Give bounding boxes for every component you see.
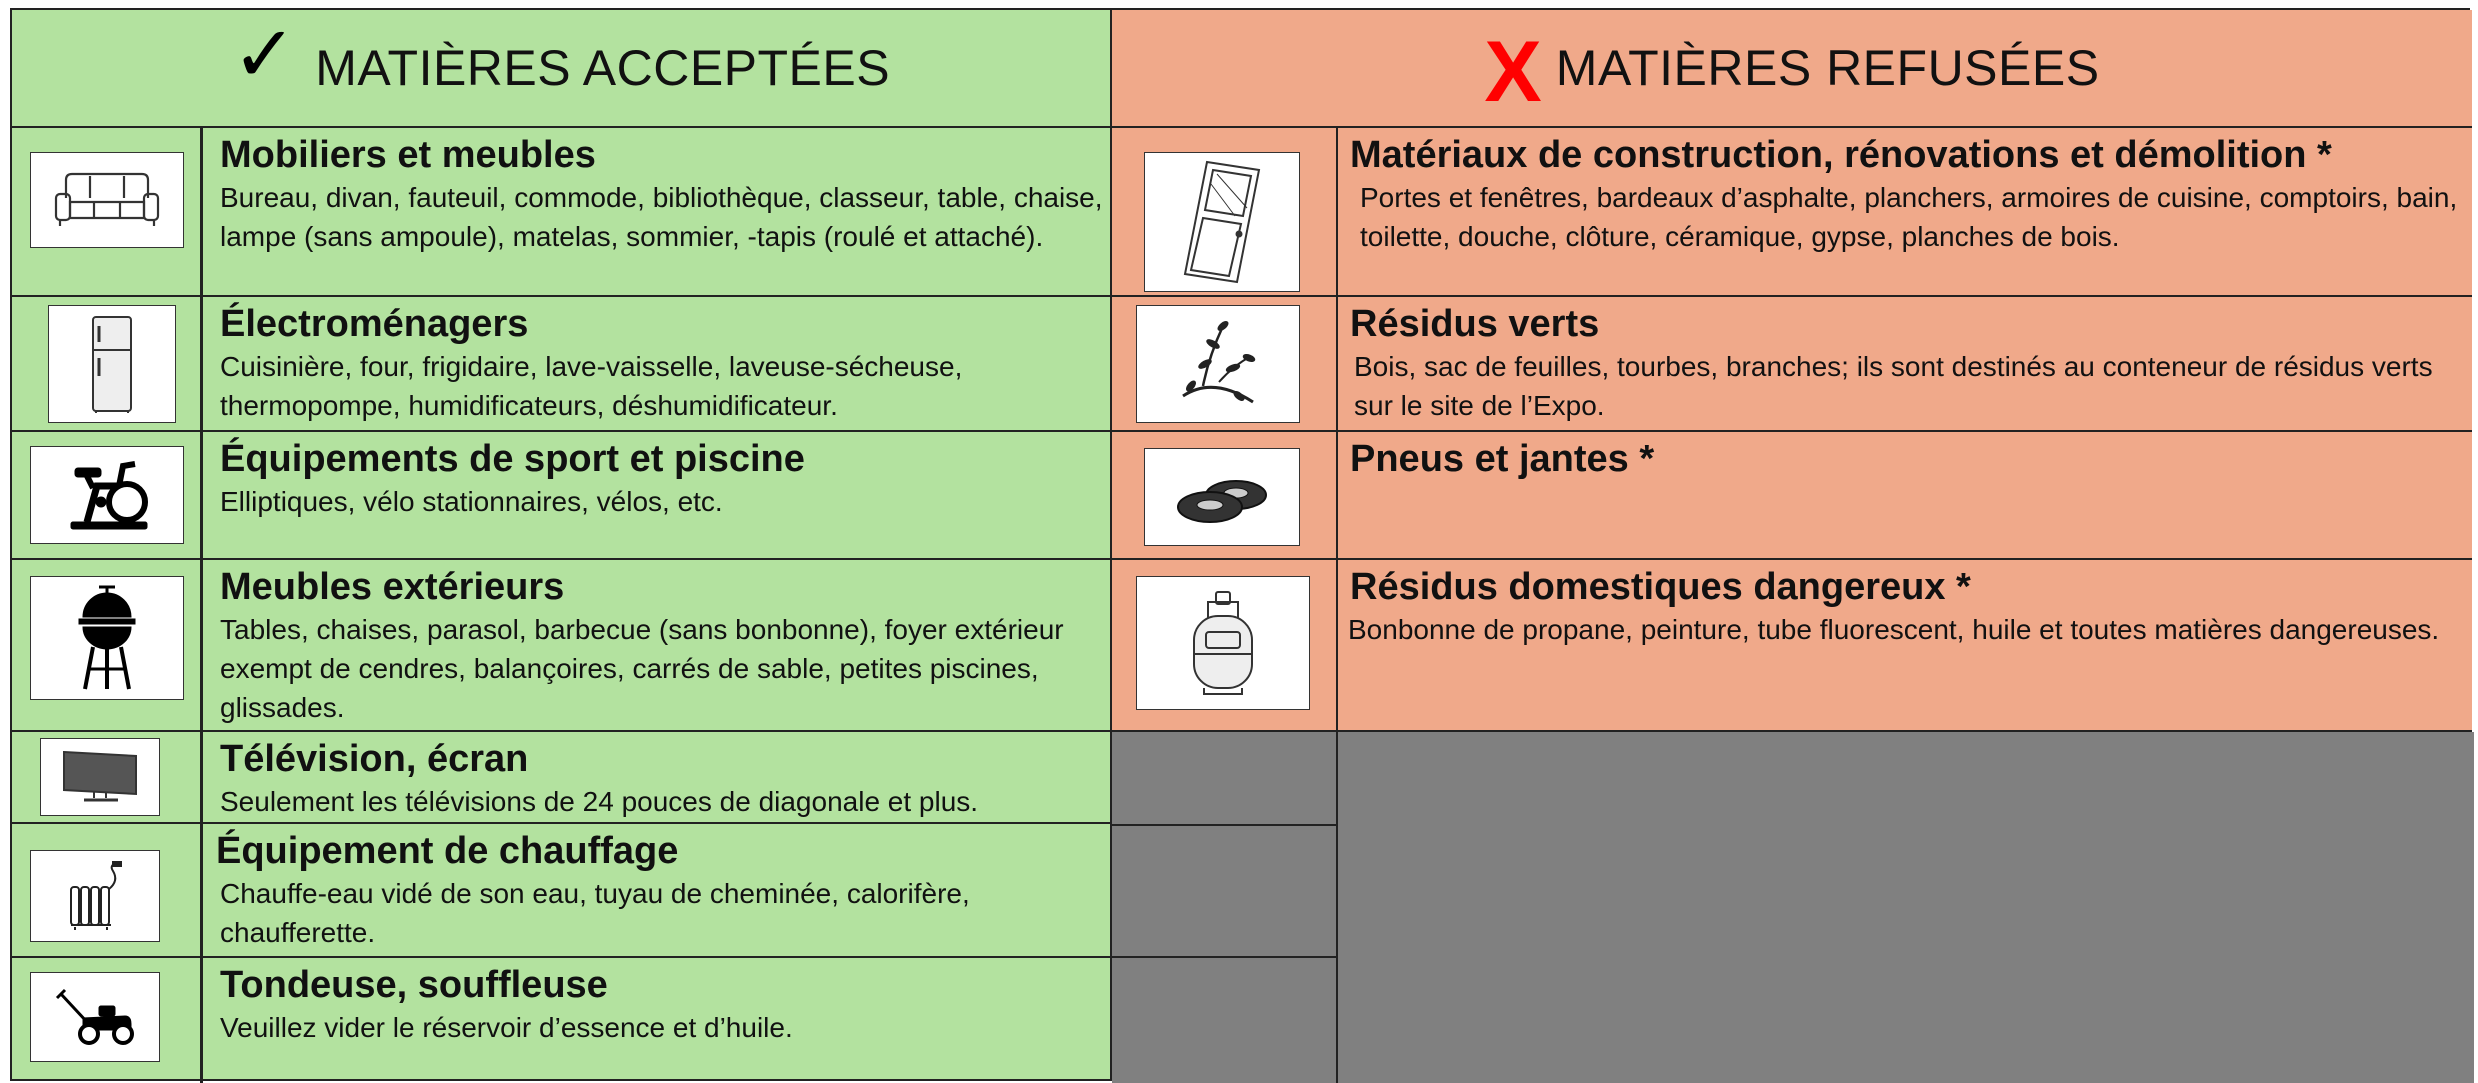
accepted-header: ✓ MATIÈRES ACCEPTÉES (12, 10, 1110, 128)
item-description: Chauffe-eau vidé de son eau, tuyau de ch… (220, 878, 970, 948)
barbecue-icon (30, 576, 184, 700)
accepted-item-heating: Équipement de chauffage Chauffe-eau vidé… (12, 824, 1110, 958)
item-description: Bois, sac de feuilles, tourbes, branches… (1354, 351, 2433, 421)
item-title: Matériaux de construction, rénovations e… (1350, 134, 2332, 176)
refused-item-construction: Matériaux de construction, rénovations e… (1112, 128, 2472, 297)
refused-header: X MATIÈRES REFUSÉES (1112, 10, 2472, 128)
refused-item-hazardous-waste: Résidus domestiques dangereux * Bonbonne… (1112, 560, 2472, 732)
item-title: Résidus domestiques dangereux * (1350, 566, 1971, 608)
television-icon (40, 738, 160, 816)
item-title: Télévision, écran (220, 738, 529, 780)
item-description: Bureau, divan, fauteuil, commode, biblio… (220, 182, 1103, 252)
item-title: Résidus verts (1350, 303, 1600, 345)
accepted-item-lawnmower: Tondeuse, souffleuse Veuillez vider le r… (12, 958, 1110, 1083)
refused-item-tires: Pneus et jantes * (1112, 432, 2472, 560)
item-title: Pneus et jantes * (1350, 438, 1655, 480)
item-title: Équipement de chauffage (216, 830, 679, 872)
refrigerator-icon (48, 305, 176, 423)
empty-area (1112, 732, 2474, 1083)
item-title: Mobiliers et meubles (220, 134, 596, 176)
lawnmower-icon (30, 972, 160, 1062)
accepted-header-title: MATIÈRES ACCEPTÉES (315, 40, 891, 96)
item-title: Meubles extérieurs (220, 566, 565, 608)
accepted-item-furniture: Mobiliers et meubles Bureau, divan, faut… (12, 128, 1110, 297)
sofa-icon (30, 152, 184, 248)
item-description: Bonbonne de propane, peinture, tube fluo… (1348, 614, 2440, 645)
branch-icon (1136, 305, 1300, 423)
exercise-bike-icon (30, 446, 184, 544)
refused-column: X MATIÈRES REFUSÉES Matériaux de constru… (1110, 10, 2474, 1083)
materials-sheet: ✓ MATIÈRES ACCEPTÉES (10, 8, 2474, 1083)
heater-icon (30, 850, 160, 942)
item-description: Portes et fenêtres, bardeaux d’asphalte,… (1360, 182, 2458, 252)
item-description: Elliptiques, vélo stationnaires, vélos, … (220, 486, 723, 517)
refused-header-title: MATIÈRES REFUSÉES (1555, 40, 2100, 96)
accepted-column: ✓ MATIÈRES ACCEPTÉES (12, 10, 1110, 1083)
accepted-item-appliances: Électroménagers Cuisinière, four, frigid… (12, 297, 1110, 432)
item-title: Équipements de sport et piscine (220, 438, 805, 480)
item-title: Tondeuse, souffleuse (220, 964, 608, 1006)
propane-tank-icon (1136, 576, 1310, 710)
item-description: Tables, chaises, parasol, barbecue (sans… (220, 614, 1064, 723)
item-description: Cuisinière, four, frigidaire, lave-vaiss… (220, 351, 963, 421)
refused-item-green-waste: Résidus verts Bois, sac de feuilles, tou… (1112, 297, 2472, 432)
check-icon: ✓ (231, 9, 298, 98)
accepted-item-television: Télévision, écran Seulement les télévisi… (12, 732, 1110, 824)
item-title: Électroménagers (220, 303, 529, 345)
item-description: Veuillez vider le réservoir d’essence et… (220, 1012, 793, 1043)
x-icon: X (1484, 23, 1542, 120)
accepted-item-sports: Équipements de sport et piscine Elliptiq… (12, 432, 1110, 560)
accepted-item-outdoor-furniture: Meubles extérieurs Tables, chaises, para… (12, 560, 1110, 732)
door-icon (1144, 152, 1300, 292)
tires-icon (1144, 448, 1300, 546)
item-description: Seulement les télévisions de 24 pouces d… (220, 786, 979, 817)
